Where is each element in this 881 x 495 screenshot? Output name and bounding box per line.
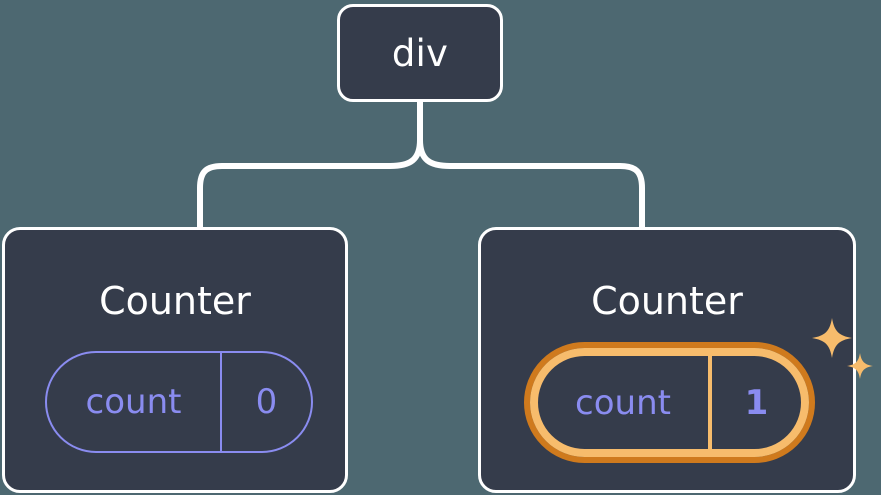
counter-node-left[interactable]: Counter count 0: [2, 227, 348, 493]
state-key-cell-right: count: [538, 356, 712, 449]
state-pill-left[interactable]: count 0: [45, 351, 313, 453]
state-value-label-left: 0: [255, 382, 278, 422]
counter-node-right[interactable]: Counter count 1: [478, 227, 873, 493]
counter-title-right: Counter: [591, 279, 743, 323]
state-pill-content-right: count 1: [538, 356, 801, 449]
state-key-label-right: count: [575, 382, 671, 423]
state-value-label-right: 1: [744, 382, 769, 423]
state-value-cell-right: 1: [712, 356, 801, 449]
root-node-label: div: [391, 31, 449, 75]
state-key-label-left: count: [85, 382, 182, 422]
state-pill-right[interactable]: count 1: [524, 342, 815, 463]
sparkle-icon: [847, 353, 873, 379]
highlight-ring-outer: [524, 342, 815, 463]
sparkle-group: [808, 318, 876, 390]
root-node[interactable]: div: [337, 4, 503, 102]
sparkle-icon: [812, 318, 852, 358]
state-key-cell-left: count: [47, 353, 222, 451]
highlight-ring-inner: [530, 348, 809, 457]
counter-title-left: Counter: [99, 279, 251, 323]
connector-branch-right: [417, 137, 645, 230]
connector-branch-left: [197, 137, 423, 230]
state-value-cell-left: 0: [222, 353, 311, 451]
